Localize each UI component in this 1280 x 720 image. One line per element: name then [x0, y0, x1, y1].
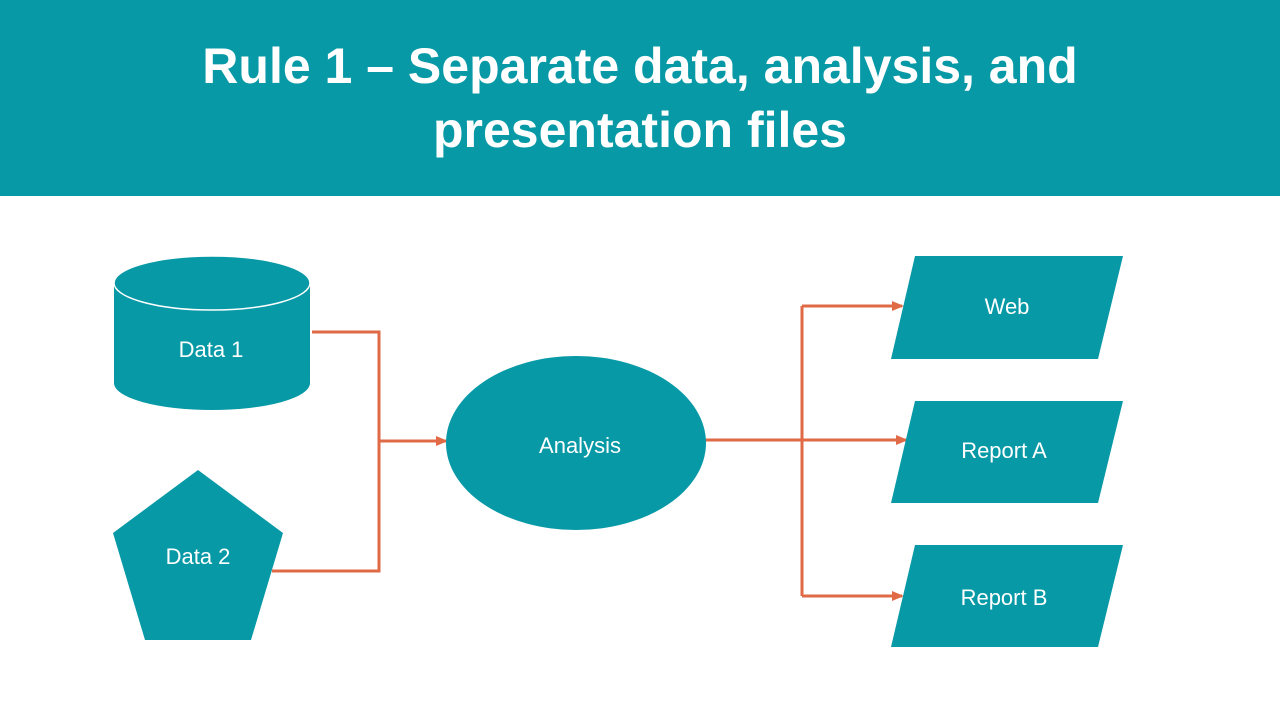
cylinder-shape: [114, 283, 310, 410]
parallelogram-shape: [891, 401, 1123, 503]
cylinder-top: [113, 255, 311, 311]
node-label-analysis: Analysis: [539, 433, 621, 458]
node-label-report-a: Report A: [961, 438, 1047, 463]
title-bar: Rule 1 – Separate data, analysis, and pr…: [0, 0, 1280, 196]
node-label-report-b: Report B: [961, 585, 1048, 610]
node-data2: Data 2: [113, 470, 283, 640]
pentagon-shape: [113, 470, 283, 640]
node-label-web: Web: [985, 294, 1030, 319]
parallelogram-shape: [891, 545, 1123, 647]
node-report-b: Report B: [891, 545, 1123, 647]
connectors: [272, 301, 908, 601]
edge-data2-to-analysis: [272, 441, 381, 573]
parallelogram-shape: [891, 256, 1123, 359]
node-analysis: Analysis: [446, 356, 706, 530]
node-data1: Data 1: [113, 255, 311, 410]
node-report-a: Report A: [891, 401, 1123, 503]
ellipse-shape: [446, 356, 706, 530]
node-label-data1: Data 1: [179, 337, 244, 362]
node-web: Web: [891, 256, 1123, 359]
edge-data1-to-analysis: [312, 330, 381, 441]
slide-title: Rule 1 – Separate data, analysis, and pr…: [202, 38, 1078, 158]
node-label-data2: Data 2: [166, 544, 231, 569]
